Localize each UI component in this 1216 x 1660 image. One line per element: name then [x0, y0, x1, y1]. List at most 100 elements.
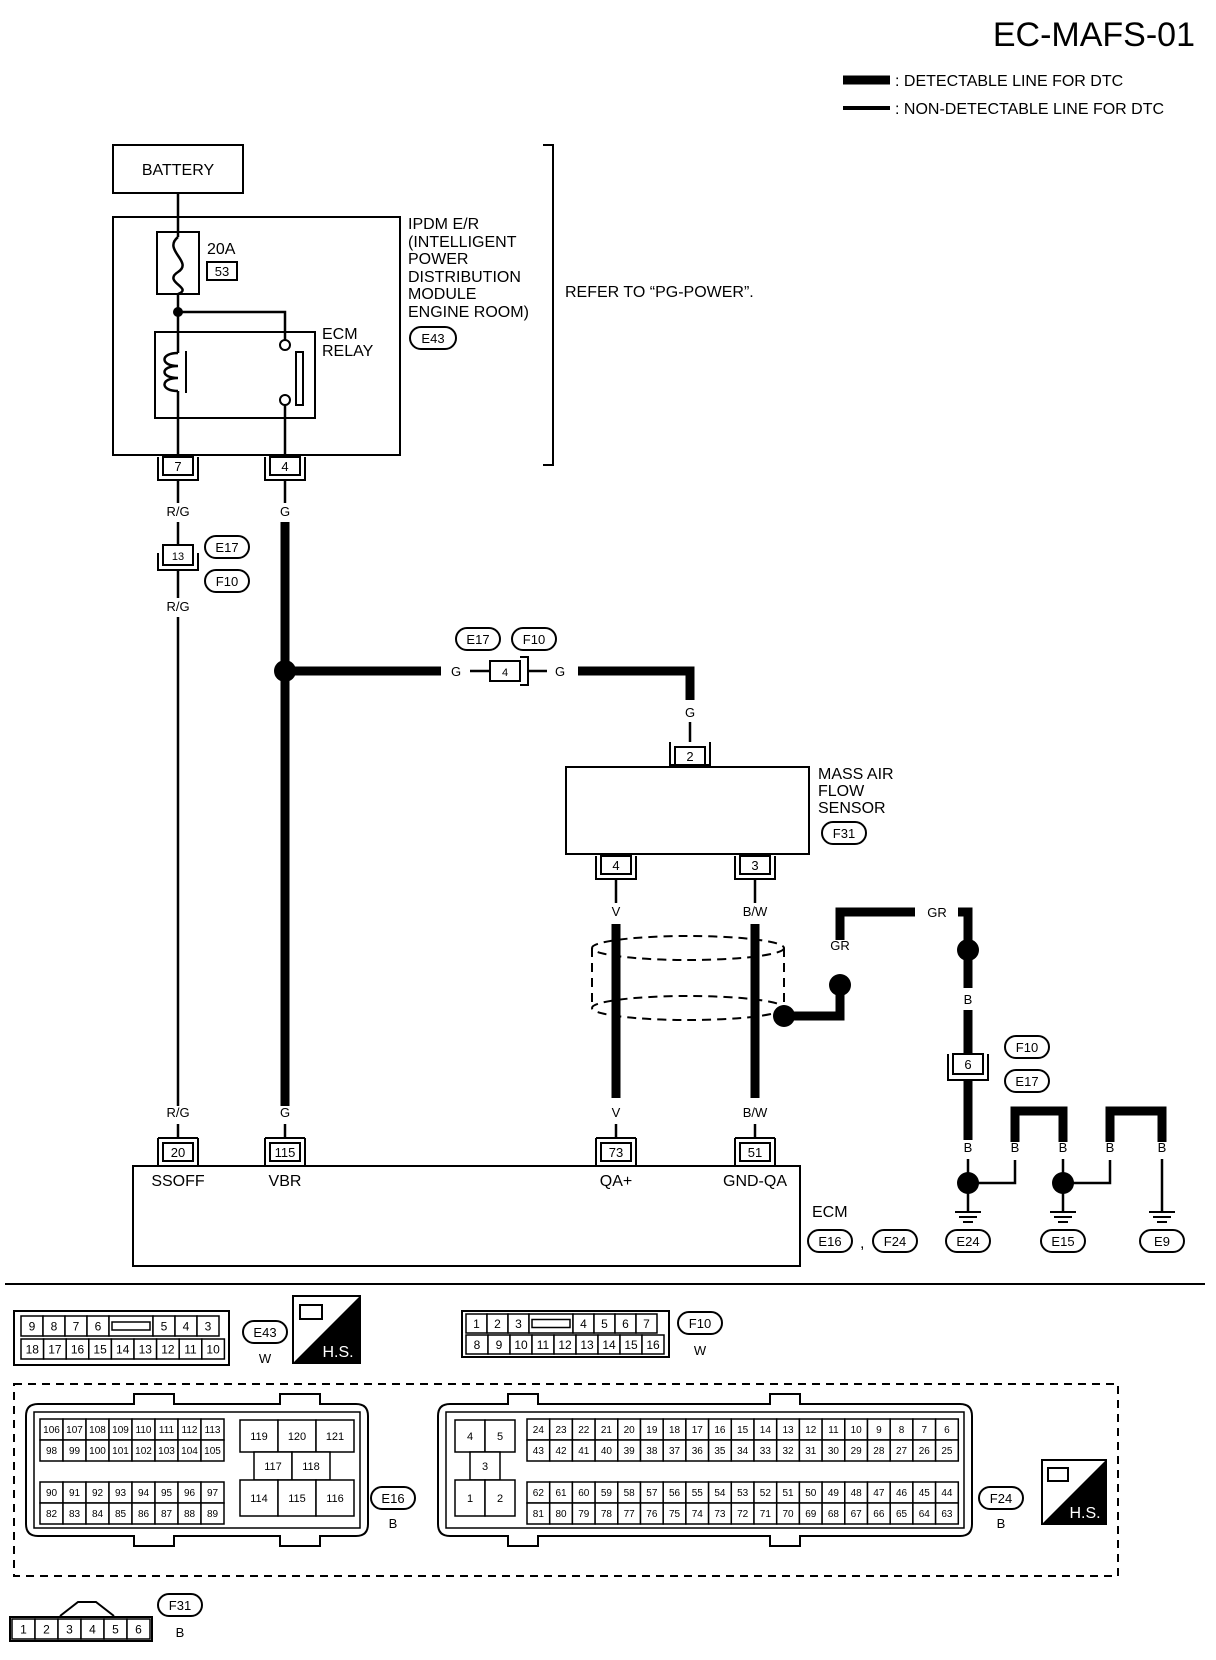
svg-text:E17: E17 — [215, 540, 238, 555]
wire-color-gr-1: GR — [830, 938, 850, 953]
wire-color-b-3: B — [1011, 1140, 1020, 1155]
pin-number: 49 — [828, 1488, 840, 1499]
pin-number: 13 — [139, 1342, 153, 1356]
connector-badge-f31: F31 — [821, 821, 867, 845]
pin-number: 4 — [183, 1319, 190, 1333]
svg-text:51: 51 — [748, 1145, 762, 1160]
pin-number: 7 — [921, 1425, 927, 1436]
ipdm-pin-4: 4 — [264, 456, 306, 481]
wire-color-b-6: B — [1158, 1140, 1167, 1155]
relay-switch-supply-wire — [178, 310, 287, 340]
pin-number: 11 — [184, 1342, 197, 1356]
svg-text:POWER: POWER — [408, 251, 468, 268]
svg-text:RELAY: RELAY — [322, 343, 374, 360]
pin-number: 8 — [474, 1338, 481, 1352]
connector-badge-e16-view: E16 — [370, 1486, 416, 1510]
connector-badge-f24-view: F24 — [978, 1486, 1024, 1510]
svg-text:20: 20 — [171, 1145, 185, 1160]
ground-wire-link-2 — [1063, 1160, 1112, 1185]
pin-number: 23 — [555, 1425, 567, 1436]
pin-cell — [200, 1439, 225, 1462]
pin-number: 6 — [622, 1317, 629, 1331]
pin-number: 83 — [69, 1509, 81, 1520]
svg-text:IPDM E/R: IPDM E/R — [408, 216, 479, 233]
pin-number: 28 — [873, 1446, 885, 1457]
maf-pin-2: 2 — [669, 742, 711, 766]
wire-color-b-5: B — [1106, 1140, 1115, 1155]
e16-color: B — [389, 1516, 398, 1531]
pin-number: 102 — [135, 1446, 152, 1457]
ecm-relay-box — [154, 331, 316, 419]
ground-badge-e24: E24 — [945, 1229, 991, 1253]
pin-number: 8 — [899, 1425, 905, 1436]
pin-number: 42 — [555, 1446, 567, 1457]
ground-wire-loop-1 — [1010, 1106, 1068, 1142]
pin-number: 105 — [204, 1446, 221, 1457]
wire-color-b-4: B — [1059, 1140, 1068, 1155]
pin-number: 71 — [760, 1509, 772, 1520]
pin-number: 39 — [624, 1446, 636, 1457]
pin-number: 4 — [580, 1317, 587, 1331]
pin-number: 61 — [555, 1488, 567, 1499]
maf-sensor-box — [565, 766, 810, 855]
ecm-pin-name-gnd-qa: GND-QA — [723, 1173, 787, 1190]
pin-number: 37 — [669, 1446, 681, 1457]
pin-number: 44 — [941, 1488, 953, 1499]
pin-number: 58 — [624, 1488, 636, 1499]
pin-cell — [126, 1618, 151, 1640]
svg-text:4: 4 — [502, 667, 508, 679]
pin-number: 56 — [669, 1488, 681, 1499]
pin-number: 1 — [473, 1317, 480, 1331]
svg-text:F31: F31 — [169, 1598, 191, 1613]
ecm-pin-name-qa-plus: QA+ — [600, 1173, 632, 1190]
pin-number: 12 — [805, 1425, 817, 1436]
connector-badge-f10-view: F10 — [677, 1311, 723, 1335]
pin-number: 47 — [873, 1488, 885, 1499]
pin-number: 15 — [93, 1342, 107, 1356]
e43-color: W — [259, 1351, 272, 1366]
pin-number: 116 — [326, 1493, 344, 1505]
svg-text:(INTELLIGENT: (INTELLIGENT — [408, 234, 517, 251]
svg-text:F24: F24 — [884, 1234, 906, 1249]
pin-number: 13 — [580, 1338, 594, 1352]
svg-text:ENGINE ROOM): ENGINE ROOM) — [408, 304, 529, 321]
pin-number: 96 — [184, 1488, 196, 1499]
pin-cell — [277, 1419, 317, 1453]
pin-number: 38 — [646, 1446, 658, 1457]
pin-cell — [484, 1479, 516, 1517]
pin-number: 29 — [851, 1446, 863, 1457]
pin-number: 36 — [692, 1446, 704, 1457]
ground-icon — [1050, 1211, 1076, 1223]
pin-number: 16 — [646, 1338, 660, 1352]
pin-number: 72 — [737, 1509, 749, 1520]
pin-number: 10 — [851, 1425, 863, 1436]
connector-badge-f10-left: F10 — [204, 569, 250, 593]
ground-wire-loop-2 — [1105, 1106, 1167, 1142]
pin-number: 90 — [46, 1488, 58, 1499]
svg-text:2: 2 — [686, 749, 693, 764]
wire-color-b-1: B — [964, 992, 973, 1007]
pin-number: 78 — [601, 1509, 613, 1520]
pin-number: 75 — [669, 1509, 681, 1520]
pin-number: 68 — [828, 1509, 840, 1520]
fuse-number-box — [206, 261, 238, 281]
pin-number: 98 — [46, 1446, 58, 1457]
pin-number: 40 — [601, 1446, 613, 1457]
pin-cell — [315, 1479, 355, 1517]
svg-text:E16: E16 — [381, 1491, 404, 1506]
pin-cell — [641, 1334, 665, 1355]
pin-number: 87 — [161, 1509, 173, 1520]
pin-number: 50 — [805, 1488, 817, 1499]
refer-label: REFER TO “PG-POWER”. — [565, 284, 754, 301]
wire-color-g-4: G — [685, 705, 695, 720]
pin-number: 115 — [288, 1493, 306, 1505]
pin-number: 14 — [760, 1425, 772, 1436]
ecm-box — [132, 1165, 801, 1267]
joint-connector-4-mid: 4 — [489, 656, 529, 686]
pin-number: 54 — [714, 1488, 726, 1499]
connector-badge-e17-mid: E17 — [455, 627, 501, 651]
pin-number: 13 — [782, 1425, 794, 1436]
